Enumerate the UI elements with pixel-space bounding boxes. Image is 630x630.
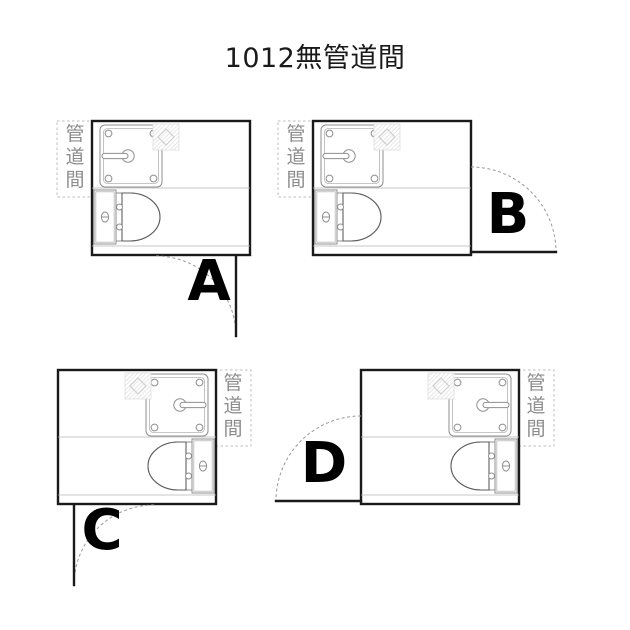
plan-A-door-swing-arc — [155, 255, 237, 337]
plan-C-door-swing-arc — [73, 504, 155, 586]
page-title: 1012無管道間 — [224, 43, 406, 74]
plan-C-label: C — [81, 498, 122, 563]
shaft-label-char: 道 — [223, 395, 242, 417]
plan-B-door-swing-arc — [470, 166, 557, 253]
plan-D[interactable]: 管 道 間 D — [274, 368, 555, 506]
plan-B-shaft-zone: 管 道 間 — [277, 120, 315, 198]
plan-A[interactable]: 管 道 間 A — [56, 119, 252, 338]
plan-C-shaft-zone: 管 道 間 — [214, 369, 252, 447]
shaft-label-char: 管 — [223, 372, 242, 394]
shaft-label-char: 管 — [65, 123, 84, 145]
shaft-label-char: 間 — [223, 418, 242, 440]
plan-B[interactable]: 管 道 間 B — [277, 119, 558, 257]
plan-D-floor-drain — [427, 372, 455, 400]
shaft-label-char: 間 — [526, 418, 545, 440]
plan-C[interactable]: 管 道 間 C — [56, 368, 252, 587]
shaft-label-char: 間 — [286, 169, 305, 191]
plan-D-basin — [448, 373, 512, 437]
plan-C-floor-drain — [124, 372, 152, 400]
plan-D-shaft-zone: 管 道 間 — [517, 369, 555, 447]
shaft-label-char: 道 — [526, 395, 545, 417]
plan-A-shaft-zone: 管 道 間 — [56, 120, 94, 198]
plan-A-floor-drain — [152, 123, 180, 151]
plan-C-basin — [145, 373, 209, 437]
plan-A-door[interactable] — [155, 254, 238, 338]
plan-D-label: D — [301, 431, 347, 496]
plan-A-label: A — [187, 249, 231, 314]
plan-D-door[interactable] — [274, 415, 363, 503]
shaft-label-char: 管 — [286, 123, 305, 145]
shaft-label-char: 管 — [526, 372, 545, 394]
plan-B-door[interactable] — [469, 166, 558, 254]
shaft-label-char: 道 — [65, 146, 84, 168]
plan-C-door[interactable] — [72, 503, 155, 587]
shaft-label-char: 間 — [65, 169, 84, 191]
plan-B-label: B — [487, 182, 530, 247]
shaft-label-char: 道 — [286, 146, 305, 168]
plan-D-door-swing-arc — [275, 415, 362, 502]
plan-B-floor-drain — [373, 123, 401, 151]
